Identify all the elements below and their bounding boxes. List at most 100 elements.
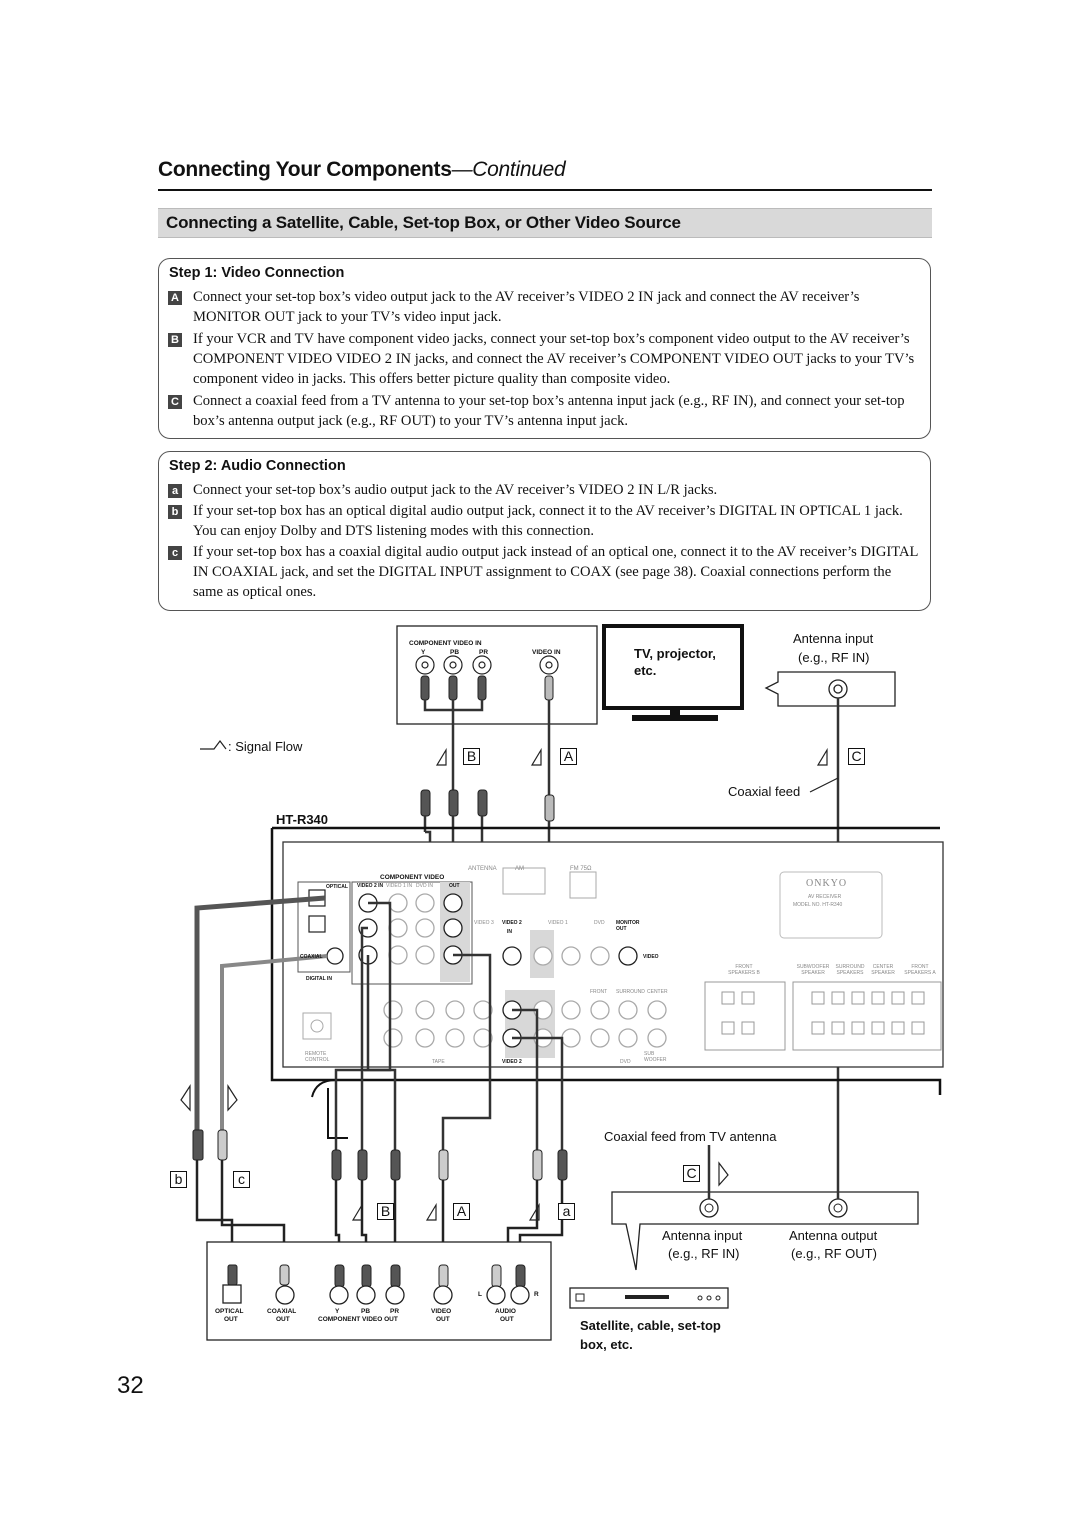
stb-antenna-output-eg: (e.g., RF OUT)	[791, 1246, 877, 1261]
rcv-coaxial: COAXIAL	[300, 954, 323, 960]
rcv-surround: SURROUND	[616, 989, 645, 995]
stb-pb-label: PB	[361, 1308, 371, 1315]
rcv-tape: TAPE	[432, 1059, 445, 1065]
stb-antenna-input-label: Antenna input	[662, 1228, 743, 1243]
coaxial-feed-tv-label: Coaxial feed from TV antenna	[604, 1129, 777, 1144]
rcv-center-speaker: CENTER SPEAKER	[871, 964, 895, 976]
tv-label: TV, projector, etc.	[634, 646, 716, 678]
tv-input-panel	[396, 625, 598, 725]
rcv-dvd-bottom: DVD	[620, 1059, 631, 1065]
step1-title: Step 1: Video Connection	[169, 265, 345, 281]
badge-B-top: B	[463, 748, 480, 765]
stb-audio-out: OUT	[500, 1316, 514, 1323]
rcv-video1-in: VIDEO 1 IN	[386, 883, 413, 889]
step2-item-a: Connect your set-top box’s audio output …	[193, 482, 718, 498]
rcv-in: IN	[507, 929, 512, 935]
model-label-plate	[779, 871, 883, 939]
tv-y-label: Y	[421, 649, 426, 656]
rcv-component-video: COMPONENT VIDEO	[380, 874, 445, 881]
rcv-digital-in: DIGITAL IN	[306, 976, 332, 982]
stb-coaxial-jack	[275, 1285, 295, 1305]
rcv-antenna: ANTENNA	[468, 866, 497, 872]
plug-video	[544, 675, 554, 701]
stb-antenna-input-eg: (e.g., RF IN)	[668, 1246, 740, 1261]
rcv-am: AM	[515, 866, 524, 872]
stb-audio-label: AUDIO	[495, 1308, 516, 1315]
rcv-video2: VIDEO 2	[502, 920, 522, 926]
rcv-center: CENTER	[647, 989, 668, 995]
step2-item-b: If your set-top box has an optical digit…	[193, 503, 903, 539]
tv-component-label: COMPONENT VIDEO IN	[409, 640, 482, 647]
rcv-video: VIDEO	[643, 954, 659, 960]
antenna-input-eg: (e.g., RF IN)	[798, 650, 870, 665]
coaxial-digital-cable	[220, 954, 328, 1130]
plug-pr	[477, 675, 487, 701]
receiver-model-label: HT-R340	[276, 812, 329, 827]
stb-optical-jack	[222, 1284, 242, 1304]
step1-item-B: If your VCR and TV have component video …	[193, 331, 915, 387]
stb-y-label: Y	[335, 1308, 340, 1315]
stb-optical-label: OPTICAL	[215, 1308, 244, 1315]
optical-cable	[194, 895, 326, 1130]
coaxial-feed-label: Coaxial feed	[728, 784, 801, 799]
signal-flow-arrow-A	[530, 747, 542, 766]
rcv-dvd: DVD	[594, 920, 605, 926]
rcv-front-speakers-b: FRONT SPEAKERS B	[728, 964, 760, 976]
stb-pr-label: PR	[390, 1308, 400, 1315]
signal-flow-arrow-C2	[718, 1161, 729, 1187]
stb-l-label: L	[478, 1291, 482, 1298]
rcv-subwoofer-speaker: SUBWOOFER SPEAKER	[796, 964, 830, 976]
stb-optical-out: OUT	[224, 1316, 238, 1323]
marker-b: b	[168, 505, 182, 519]
rcv-front-speakers-a: FRONT SPEAKERS A	[904, 964, 936, 976]
rcv-video3: VIDEO 3	[474, 920, 494, 926]
tv-pb-label: PB	[450, 649, 460, 656]
marker-a: a	[168, 484, 182, 498]
section-title: Connecting a Satellite, Cable, Set-top B…	[166, 213, 681, 232]
stb-video-label: VIDEO	[431, 1308, 452, 1315]
receiver-coaxial-jack	[326, 947, 344, 965]
signal-flow-arrow-c	[227, 1083, 238, 1112]
rcv-remote: REMOTE CONTROL	[305, 1051, 330, 1063]
tv-pr-label: PR	[479, 649, 489, 656]
optical-plug	[192, 1129, 204, 1161]
rcv-optical: OPTICAL	[326, 884, 348, 890]
antenna-input-label: Antenna input	[793, 631, 874, 646]
section-title-bar: Connecting a Satellite, Cable, Set-top B…	[158, 208, 932, 238]
connection-diagram: COMPONENT VIDEO IN Y PB PR VIDEO IN TV, …	[0, 610, 1080, 1370]
stb-coaxial-out: OUT	[276, 1316, 290, 1323]
rcv-video2-in: VIDEO 2 IN	[357, 883, 384, 889]
plug-pb	[448, 675, 458, 701]
page-header: Connecting Your Components—Continued	[158, 158, 932, 191]
marker-B: B	[168, 333, 182, 347]
rcv-video2-bottom: VIDEO 2	[502, 1059, 522, 1065]
step2-item-c: If your set-top box has a coaxial digita…	[193, 544, 918, 600]
badge-a: a	[558, 1203, 575, 1220]
rcv-surround-speakers: SURROUND SPEAKERS	[835, 964, 865, 976]
signal-flow-arrow-b	[180, 1083, 191, 1112]
rcv-model-no: MODEL NO. HT-R340	[793, 902, 843, 908]
rcv-video1: VIDEO 1	[548, 920, 568, 926]
tv-video-in-label: VIDEO IN	[532, 649, 561, 656]
rcv-front: FRONT	[590, 989, 608, 995]
signal-flow-arrow-B2	[351, 1202, 363, 1221]
rcv-monitor-out: MONITOR OUT	[616, 920, 640, 932]
header-rule	[158, 189, 932, 191]
badge-A-top: A	[560, 748, 577, 765]
rcv-out: OUT	[449, 883, 460, 889]
marker-A: A	[168, 291, 182, 305]
diagram-graphics	[180, 624, 944, 1341]
signal-flow-arrow-A2	[425, 1202, 437, 1221]
rcv-sub: SUB WOOFER	[644, 1051, 667, 1063]
badge-b: b	[170, 1171, 187, 1188]
audio-cable-l	[512, 1008, 539, 1150]
stb-component-label: COMPONENT VIDEO OUT	[318, 1316, 398, 1323]
tv-screen	[602, 624, 744, 710]
signal-flow-arrow-B	[435, 747, 447, 766]
tv-stand	[632, 715, 718, 721]
rcv-dvd-in: DVD IN	[416, 883, 433, 889]
page-number: 32	[117, 1372, 144, 1399]
marker-c: c	[168, 546, 182, 560]
step2-box: Step 2: Audio Connection a Connect your …	[158, 451, 931, 611]
badge-C-bottom: C	[683, 1165, 700, 1182]
